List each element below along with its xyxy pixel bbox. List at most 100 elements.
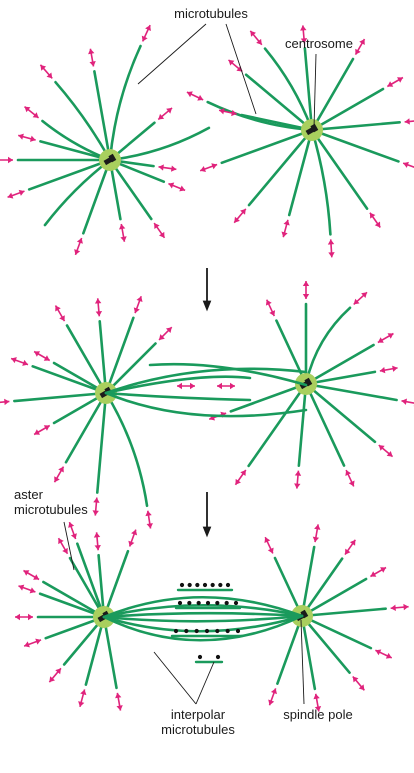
growth-arrow-head: [74, 249, 81, 255]
motor-protein-dot: [224, 600, 229, 606]
microtubule: [300, 614, 317, 691]
growth-arrow-head: [312, 536, 320, 543]
growth-arrow-head: [352, 676, 359, 683]
label-interpolar-microtubules: interpolar microtubules: [161, 707, 235, 737]
growth-arrow: [7, 189, 25, 199]
motor-protein-dot: [210, 582, 215, 588]
growth-arrow-head: [80, 689, 87, 696]
motor-protein-dot: [215, 628, 220, 634]
growth-arrow-head: [158, 164, 164, 171]
aster-left-stage-3: [15, 521, 138, 711]
growth-arrow-head: [345, 548, 351, 555]
growth-arrow-head: [327, 239, 335, 245]
growth-arrow-head: [197, 94, 204, 101]
growth-arrow: [145, 510, 153, 529]
microtubule: [300, 614, 351, 674]
growth-arrow: [133, 295, 143, 314]
growth-arrow-head: [23, 570, 30, 576]
growth-arrow: [18, 584, 36, 594]
growth-arrow-head: [34, 429, 41, 435]
growth-arrow-head: [235, 478, 241, 485]
growth-arrow-head: [46, 72, 53, 79]
growth-arrow: [0, 156, 13, 164]
growth-arrow-head: [145, 510, 152, 517]
growth-arrow: [168, 182, 186, 192]
growth-arrow-head: [270, 688, 277, 695]
interpolar-leader-left: [153, 651, 197, 705]
motor-protein-dot: [215, 654, 221, 660]
growth-arrow: [53, 466, 65, 483]
growth-arrow: [141, 24, 151, 42]
label-interpolar-line-2: microtubules: [161, 722, 235, 737]
growth-arrow-head: [78, 701, 85, 707]
growth-arrow-head: [94, 544, 101, 551]
motor-protein-dot: [187, 582, 192, 588]
motor-protein-dot: [215, 600, 220, 606]
growth-arrow-head: [49, 676, 56, 683]
growth-arrow-head: [361, 292, 367, 299]
growth-arrow: [18, 133, 36, 142]
interpolar-microtubule: [102, 603, 304, 619]
growth-arrow: [94, 298, 103, 317]
growth-arrow-head: [93, 497, 100, 503]
growth-arrow-head: [267, 547, 274, 554]
growth-arrow-head: [211, 163, 218, 170]
growth-arrow: [294, 470, 302, 489]
motor-protein-dot: [225, 628, 230, 634]
growth-arrow-head: [217, 382, 222, 390]
label-spindle-pole: spindle pole: [283, 707, 353, 722]
growth-arrow-head: [250, 30, 256, 37]
growth-arrow-head: [200, 165, 206, 172]
motor-protein-dot: [205, 600, 211, 606]
growth-arrow-head: [22, 359, 29, 366]
growth-arrow-head: [359, 39, 365, 45]
growth-arrow-head: [89, 60, 96, 67]
growth-arrow: [375, 649, 393, 659]
growth-arrow: [78, 689, 87, 708]
growth-arrow-head: [141, 35, 148, 42]
growth-arrow: [10, 357, 29, 366]
growth-arrow-head: [119, 224, 126, 230]
growth-arrow: [353, 291, 368, 306]
microtubule: [108, 126, 211, 162]
growth-arrow-head: [18, 584, 25, 591]
motor-protein-dot: [177, 600, 183, 606]
microtubule: [304, 382, 398, 402]
growth-arrow-head: [24, 106, 31, 113]
growth-arrow-head: [93, 532, 101, 538]
growth-arrow-head: [55, 305, 61, 312]
growth-arrow-head: [170, 165, 177, 172]
growth-arrow-head: [283, 219, 290, 226]
growth-arrow: [157, 107, 173, 121]
growth-arrow-head: [234, 216, 240, 223]
microtubule: [31, 365, 108, 395]
microtubule: [27, 158, 112, 191]
growth-arrow-head: [168, 182, 175, 189]
microtubule: [297, 382, 308, 467]
growth-arrow-head: [55, 668, 61, 675]
growth-arrow-head: [380, 567, 387, 573]
stage-interacting-asters: [0, 281, 414, 529]
growth-arrow-head: [219, 108, 225, 115]
growth-arrow-head: [32, 112, 39, 118]
growth-arrow-head: [186, 91, 193, 98]
growth-arrow: [379, 365, 398, 374]
growth-arrow: [15, 613, 33, 621]
growth-arrow: [234, 469, 247, 486]
growth-arrow-head: [11, 357, 17, 364]
growth-arrow: [302, 281, 310, 299]
growth-arrow: [265, 299, 276, 317]
growth-arrow-head: [345, 470, 352, 476]
growth-arrow: [153, 222, 166, 239]
growth-arrow: [369, 212, 381, 228]
growth-arrow: [370, 566, 387, 578]
growth-arrow-head: [146, 523, 153, 529]
growth-arrow: [402, 161, 414, 168]
label-aster-line-2: microtubules: [14, 502, 88, 517]
growth-arrow: [23, 569, 40, 581]
growth-arrow-head: [268, 699, 275, 706]
growth-arrow-head: [29, 587, 36, 594]
microtubules-leader-left: [137, 23, 207, 85]
growth-arrow: [327, 239, 335, 258]
